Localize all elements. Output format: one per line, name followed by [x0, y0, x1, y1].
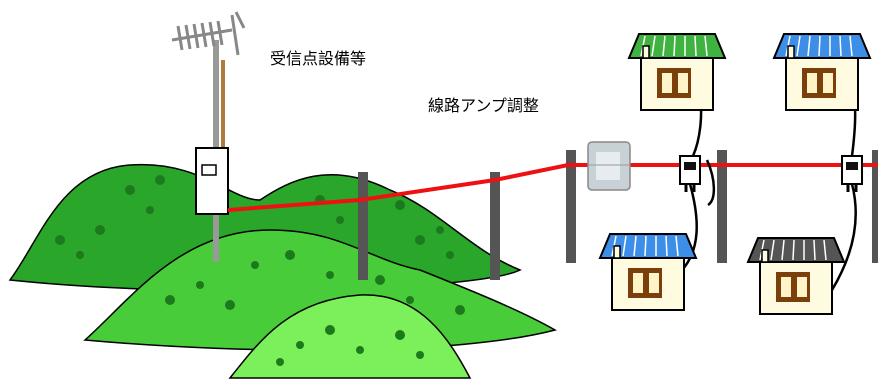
house-icon — [627, 33, 727, 111]
hills — [8, 163, 557, 379]
line-amplifier-icon — [587, 141, 631, 191]
antenna-icon — [171, 11, 246, 56]
pole — [717, 150, 727, 263]
receiving-facility — [171, 11, 246, 262]
house-icon — [598, 233, 698, 311]
pole — [358, 172, 368, 280]
line-amp-adjust-label: 線路アンプ調整 — [428, 96, 539, 115]
house-icon — [746, 237, 846, 315]
control-box-icon — [195, 147, 229, 215]
pole — [566, 150, 576, 263]
receiving-facility-label: 受信点設備等 — [270, 49, 367, 68]
pole — [872, 150, 878, 263]
house-icon — [772, 33, 872, 111]
utility-poles — [358, 150, 878, 280]
pole — [490, 172, 500, 280]
hill-front — [228, 294, 472, 379]
trunk-cable — [227, 163, 878, 212]
